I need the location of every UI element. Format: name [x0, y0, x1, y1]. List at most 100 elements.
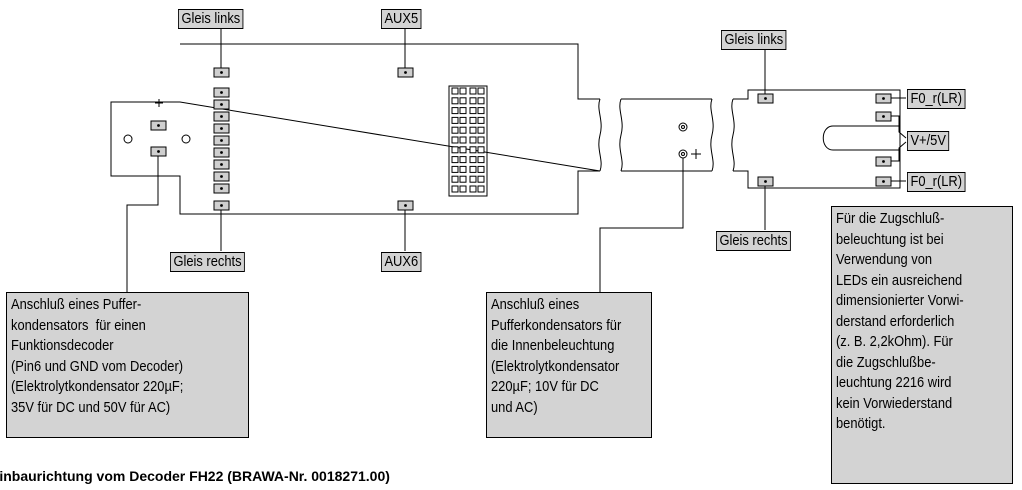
label-f0-top: F0_r(LR) — [907, 89, 966, 109]
leader-puffer-function — [126, 156, 159, 292]
connector-pin — [469, 185, 477, 193]
middle-strip — [621, 98, 712, 172]
connector-pin — [459, 185, 467, 193]
note-line: leuchtung 2216 wird — [836, 374, 952, 391]
connector-pin — [451, 126, 459, 134]
break-curve-2 — [619, 98, 623, 172]
connector-pin — [477, 126, 485, 134]
plus-symbol-left — [155, 99, 163, 107]
note-line: Pufferkondensators für — [491, 316, 622, 334]
figure-caption: Einbaurichtung vom Decoder FH22 (BRAWA-N… — [0, 468, 390, 484]
mount-hole-mid-1 — [678, 122, 688, 132]
break-curve-3 — [710, 98, 714, 172]
break-curve-4 — [731, 98, 735, 172]
connector-pin — [477, 185, 485, 193]
connector-pin — [451, 175, 459, 183]
connector-pin — [477, 156, 485, 164]
break-curve-1 — [598, 98, 602, 172]
label-tail-gleis-rechts: Gleis rechts — [716, 231, 791, 251]
connector-pin — [477, 136, 485, 144]
note-line: (Pin6 und GND vom Decoder) — [11, 357, 184, 375]
connector-pin — [459, 175, 467, 183]
mount-hole-left-1 — [123, 134, 133, 144]
connector-pin — [459, 146, 467, 154]
connector-pin — [459, 107, 467, 115]
connector-pin — [477, 146, 485, 154]
connector-pin — [477, 87, 485, 95]
connector-pin — [469, 136, 477, 144]
note-line: Anschluß eines Puffer- — [11, 296, 142, 313]
note-line: und AC) — [491, 398, 538, 416]
connector-pin — [459, 97, 467, 105]
connector-pin — [459, 136, 467, 144]
connector-pin — [469, 107, 477, 115]
decoder-board-outline — [110, 43, 601, 215]
connector-outline — [448, 85, 488, 197]
connector-pin — [451, 136, 459, 144]
connector-pin — [459, 165, 467, 173]
leader-puffer-light — [599, 158, 684, 292]
label-tail-gleis-links: Gleis links — [721, 30, 787, 50]
connector-pin — [477, 116, 485, 124]
note-line: Verwendung von — [836, 251, 933, 268]
connector-pin — [451, 146, 459, 154]
decoder-connector — [448, 85, 488, 197]
note-puffer-function: Anschluß eines Puffer-kondensators für e… — [6, 292, 249, 438]
connector-pin — [469, 175, 477, 183]
note-line: dimensionierter Vorwi- — [836, 292, 964, 309]
tail-board-slot — [822, 125, 900, 151]
label-f0-bottom: F0_r(LR) — [907, 172, 966, 192]
note-line: LEDs ein ausreichend — [836, 271, 963, 289]
label-v-plus: V+/5V — [907, 131, 950, 151]
connector-pin — [477, 97, 485, 105]
connector-pin — [451, 185, 459, 193]
connector-pin — [469, 126, 477, 134]
note-line: derstand erforderlich — [836, 312, 955, 330]
note-line: (Elektrolytkondensator — [491, 357, 620, 375]
connector-pin — [469, 116, 477, 124]
mount-hole-mid-2-inner — [681, 152, 685, 156]
connector-pin — [477, 165, 485, 173]
label-gleis-links: Gleis links — [178, 9, 244, 29]
connector-pin — [459, 126, 467, 134]
mount-hole-left-2 — [181, 134, 191, 144]
note-line: beleuchtung ist bei — [836, 230, 944, 248]
mount-hole-mid-1-inner — [681, 125, 685, 129]
note-line: kondensators für einen — [11, 316, 146, 334]
note-line: die Zugschlußbe- — [836, 353, 936, 371]
connector-pin — [451, 165, 459, 173]
label-aux5: AUX5 — [381, 9, 422, 29]
note-line: Für die Zugschluß- — [836, 210, 945, 227]
connector-pin — [469, 146, 477, 154]
connector-pin — [451, 116, 459, 124]
tail-board-outline — [733, 89, 901, 189]
connector-pin — [469, 156, 477, 164]
connector-pin — [477, 107, 485, 115]
note-line: (z. B. 2,2kOhm). Für — [836, 333, 953, 350]
note-line: kein Vorwiederstand — [836, 394, 953, 412]
label-gleis-rechts: Gleis rechts — [170, 252, 245, 272]
connector-pin — [451, 87, 459, 95]
plus-symbol-right — [691, 149, 701, 159]
note-line: die Innenbeleuchtung — [491, 337, 615, 354]
connector-pin — [477, 175, 485, 183]
connector-pin — [459, 87, 467, 95]
leader-v-bottom — [891, 141, 907, 162]
note-line: (Elektrolytkondensator 220µF; — [11, 378, 184, 395]
connector-pin — [459, 156, 467, 164]
leader-v-top — [891, 115, 907, 139]
note-line: Funktionsdecoder — [11, 337, 114, 354]
connector-pin — [451, 97, 459, 105]
connector-pin — [469, 97, 477, 105]
connector-pin — [451, 156, 459, 164]
connector-pin — [469, 165, 477, 173]
note-line: benötigt. — [836, 415, 886, 432]
connector-pin — [469, 87, 477, 95]
connector-pin — [451, 107, 459, 115]
label-aux6: AUX6 — [381, 252, 422, 272]
mount-hole-mid-2 — [678, 149, 688, 159]
note-line: 35V für DC und 50V für AC) — [11, 398, 171, 416]
